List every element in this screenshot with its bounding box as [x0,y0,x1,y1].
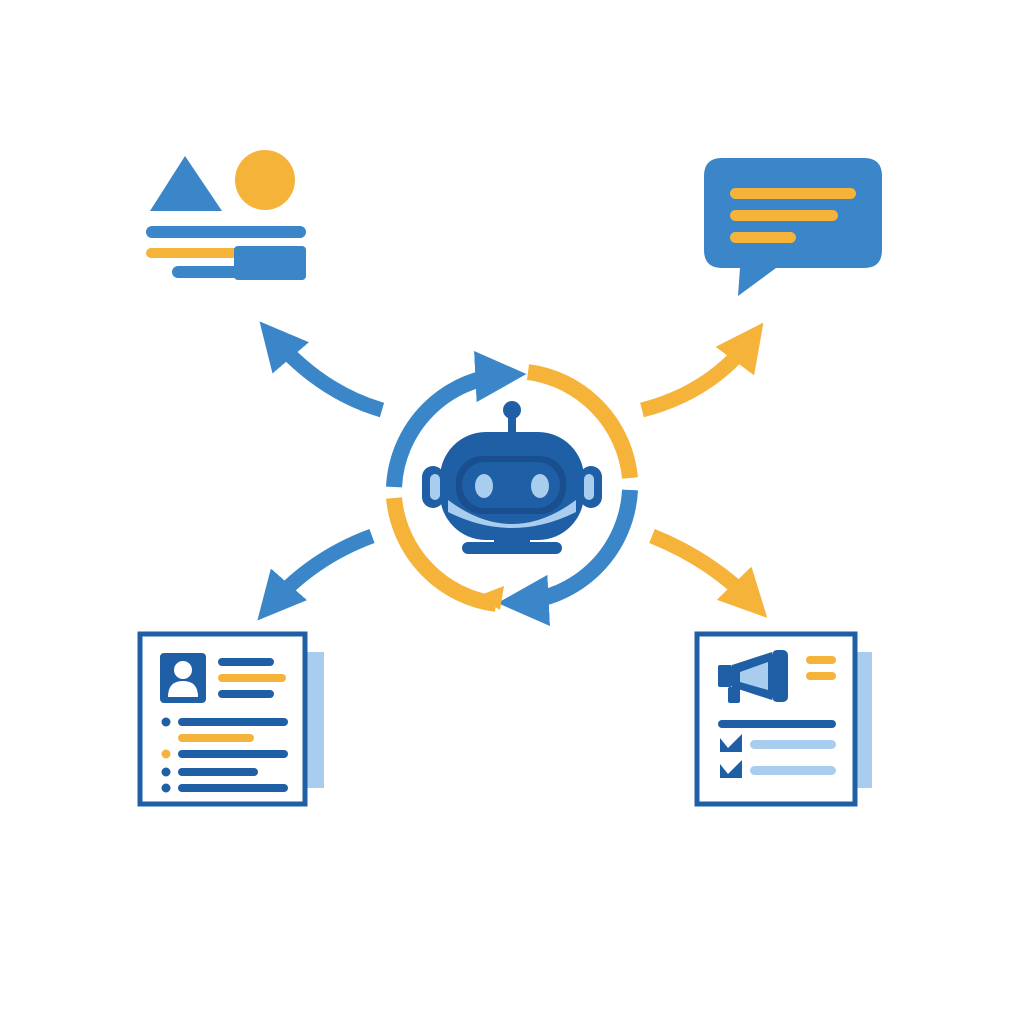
arrow-to-message [640,322,764,418]
refresh-cycle-icon [386,350,638,627]
doc-line [218,658,274,666]
bullet [161,717,171,727]
robot-eye-right [531,474,549,498]
robot-chin [448,500,576,528]
doc-line [178,718,288,726]
cycle-arc-bottom-left [386,497,498,612]
profile-document-icon [137,631,324,807]
cycle-arrowhead [478,586,504,610]
check-icon [720,734,742,752]
bullet [161,749,171,759]
cycle-arc-bottom-right [497,489,638,627]
doc-line-highlight [806,656,836,664]
robot-ear-left-inner [430,474,440,500]
doc-line-highlight [218,674,286,682]
robot-eye-left [475,474,493,498]
robot-antenna [508,416,516,434]
bullet [161,783,171,793]
robot-neck [494,536,530,546]
bubble-text-line [730,232,796,243]
text-line [146,226,306,238]
doc-line-highlight [806,672,836,680]
doc-divider-line [718,720,836,728]
bubble-text-line [730,188,856,199]
check-icon [720,760,742,778]
avatar-head [174,661,192,679]
megaphone-icon [718,650,788,703]
chat-bubble-icon [704,158,882,296]
avatar-body [168,681,198,697]
cycle-arc-top-left [386,350,527,488]
doc-line [178,768,258,776]
text-line [172,266,272,278]
cycle-arc-top-right [526,364,638,479]
arrow-to-profile [257,528,375,621]
doc-line [218,690,274,698]
robot-ear-right-inner [584,474,594,500]
doc-line [178,750,288,758]
triangle-shape [150,156,222,211]
checklist-line [750,740,836,749]
robot-icon [422,401,602,554]
doc-line-highlight [178,734,254,742]
arrow-to-campaign [649,529,768,618]
bubble-shape [704,158,882,296]
arrow-to-media [259,321,385,418]
bullet [161,767,171,777]
megaphone-checklist-icon [694,631,872,807]
doc-line [178,784,288,792]
bubble-text-line [730,210,838,221]
sun-circle [235,150,295,210]
image-layout-icon [146,150,306,280]
robot-antenna-tip [503,401,521,419]
robot-base [462,542,562,554]
document-shadow [306,652,324,788]
checklist-line [750,766,836,775]
text-line-highlight [146,248,240,258]
document-shadow [856,652,872,788]
